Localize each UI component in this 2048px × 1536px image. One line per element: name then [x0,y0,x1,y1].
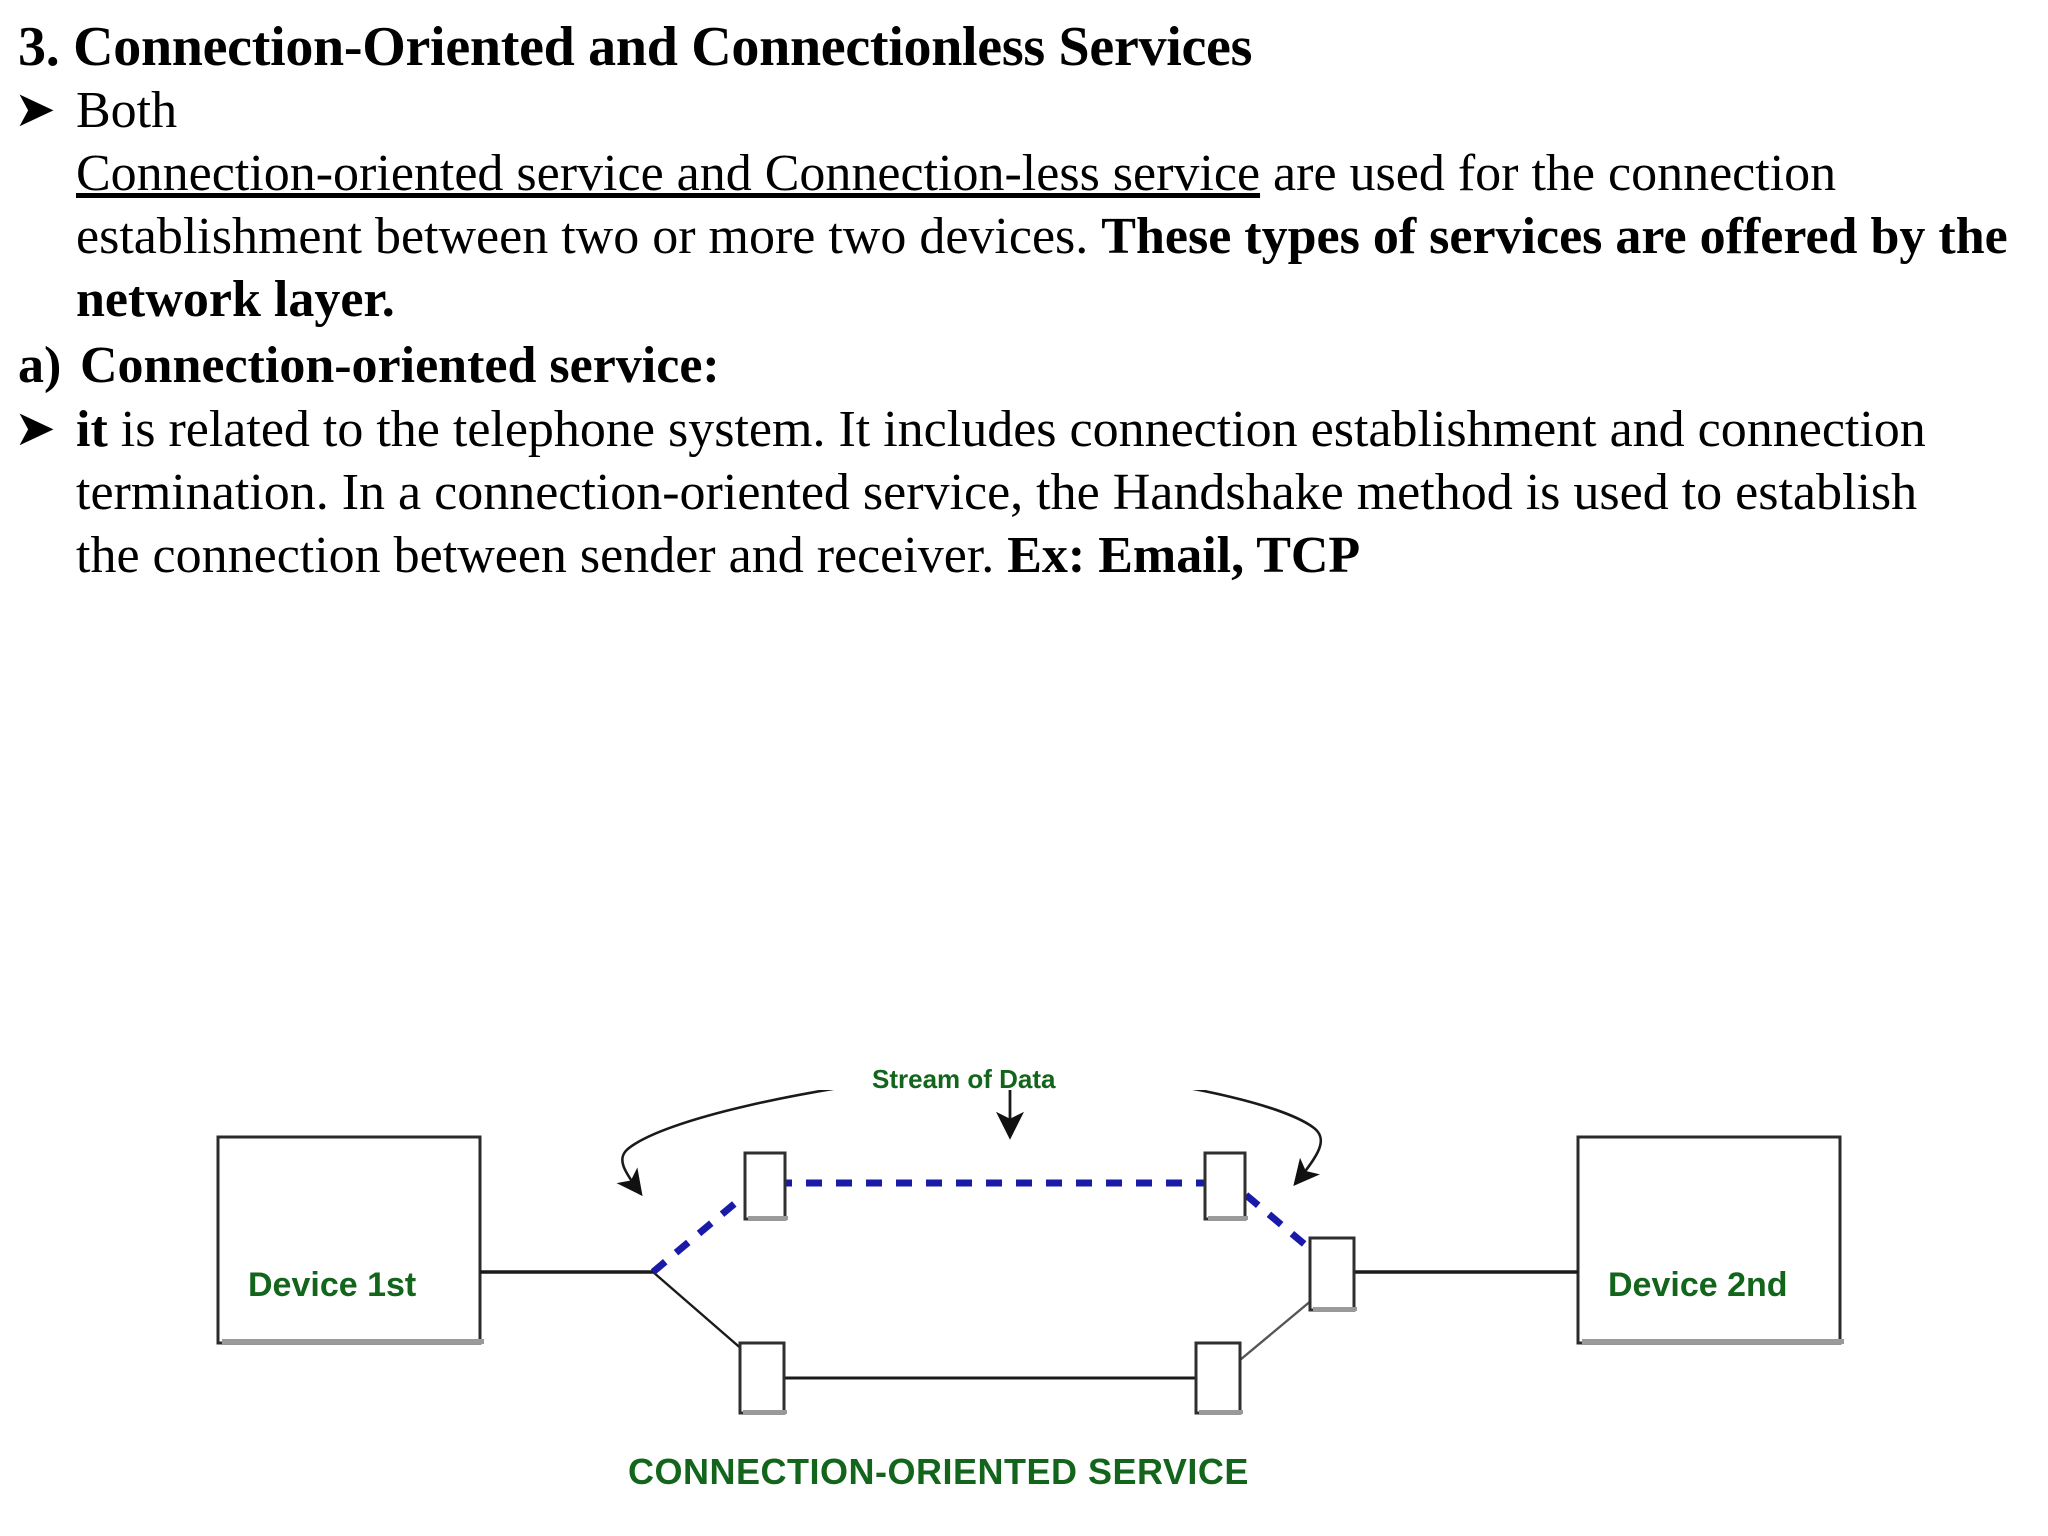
arrow-bullet-icon: ➤ [14,79,56,138]
device-right-box: Device 2nd [1576,1135,1844,1345]
bullet-both-bold: These types of services are offered by t… [76,208,2008,329]
bullet-it-bold: Ex: Email, TCP [1007,527,1361,585]
stream-of-data-label: Stream of Data [872,1064,1056,1094]
bullet-it-normal: is related to the telephone system. It i… [76,400,1926,585]
bullet-both-lead: Both [76,81,178,139]
page-title: 3. Connection-Oriented and Connectionles… [18,16,1253,78]
diagram-caption: CONNECTION-ORIENTED SERVICE [628,1451,1249,1492]
node-top-right [1203,1151,1248,1221]
arrow-bullet-icon-2: ➤ [14,398,56,457]
bullet-it-body: it is related to the telephone system. I… [76,398,1996,588]
stream-callout-arrow-right [1191,1090,1323,1186]
stream-of-data-layer: Stream of Data [0,1060,2048,1100]
device-right-label: Device 2nd [1608,1266,1788,1304]
bullet-both-normal: are used for the connection establishmen… [76,144,1837,266]
bullet-it-lead: it [76,400,108,458]
device-left-label: Device 1st [248,1266,416,1304]
node-top-left [743,1151,788,1221]
bullet-item-it: ➤ it is related to the telephone system.… [0,398,2048,588]
connection-oriented-diagram: Device 1st Device 2nd [0,1090,2048,1536]
node-bottom-left [738,1341,787,1415]
bullet-both-underlined: Connection-oriented service and Connecti… [76,144,1261,202]
stream-callout-arrow-left [616,1090,835,1197]
device-left-box: Device 1st [216,1135,484,1345]
list-item-a-label: Connection-oriented service: [80,337,720,395]
dashed-link-junction-left-to-node-top-left [650,1192,748,1275]
slide-text-layer: 3. Connection-Oriented and Connectionles… [0,0,2048,587]
node-junction-right [1308,1236,1357,1312]
list-item-a: a) Connection-oriented service: [0,335,2048,397]
node-bottom-right [1194,1341,1243,1415]
link-junction-left-to-node-bottom-left [652,1271,753,1359]
list-item-a-marker: a) [18,337,62,395]
